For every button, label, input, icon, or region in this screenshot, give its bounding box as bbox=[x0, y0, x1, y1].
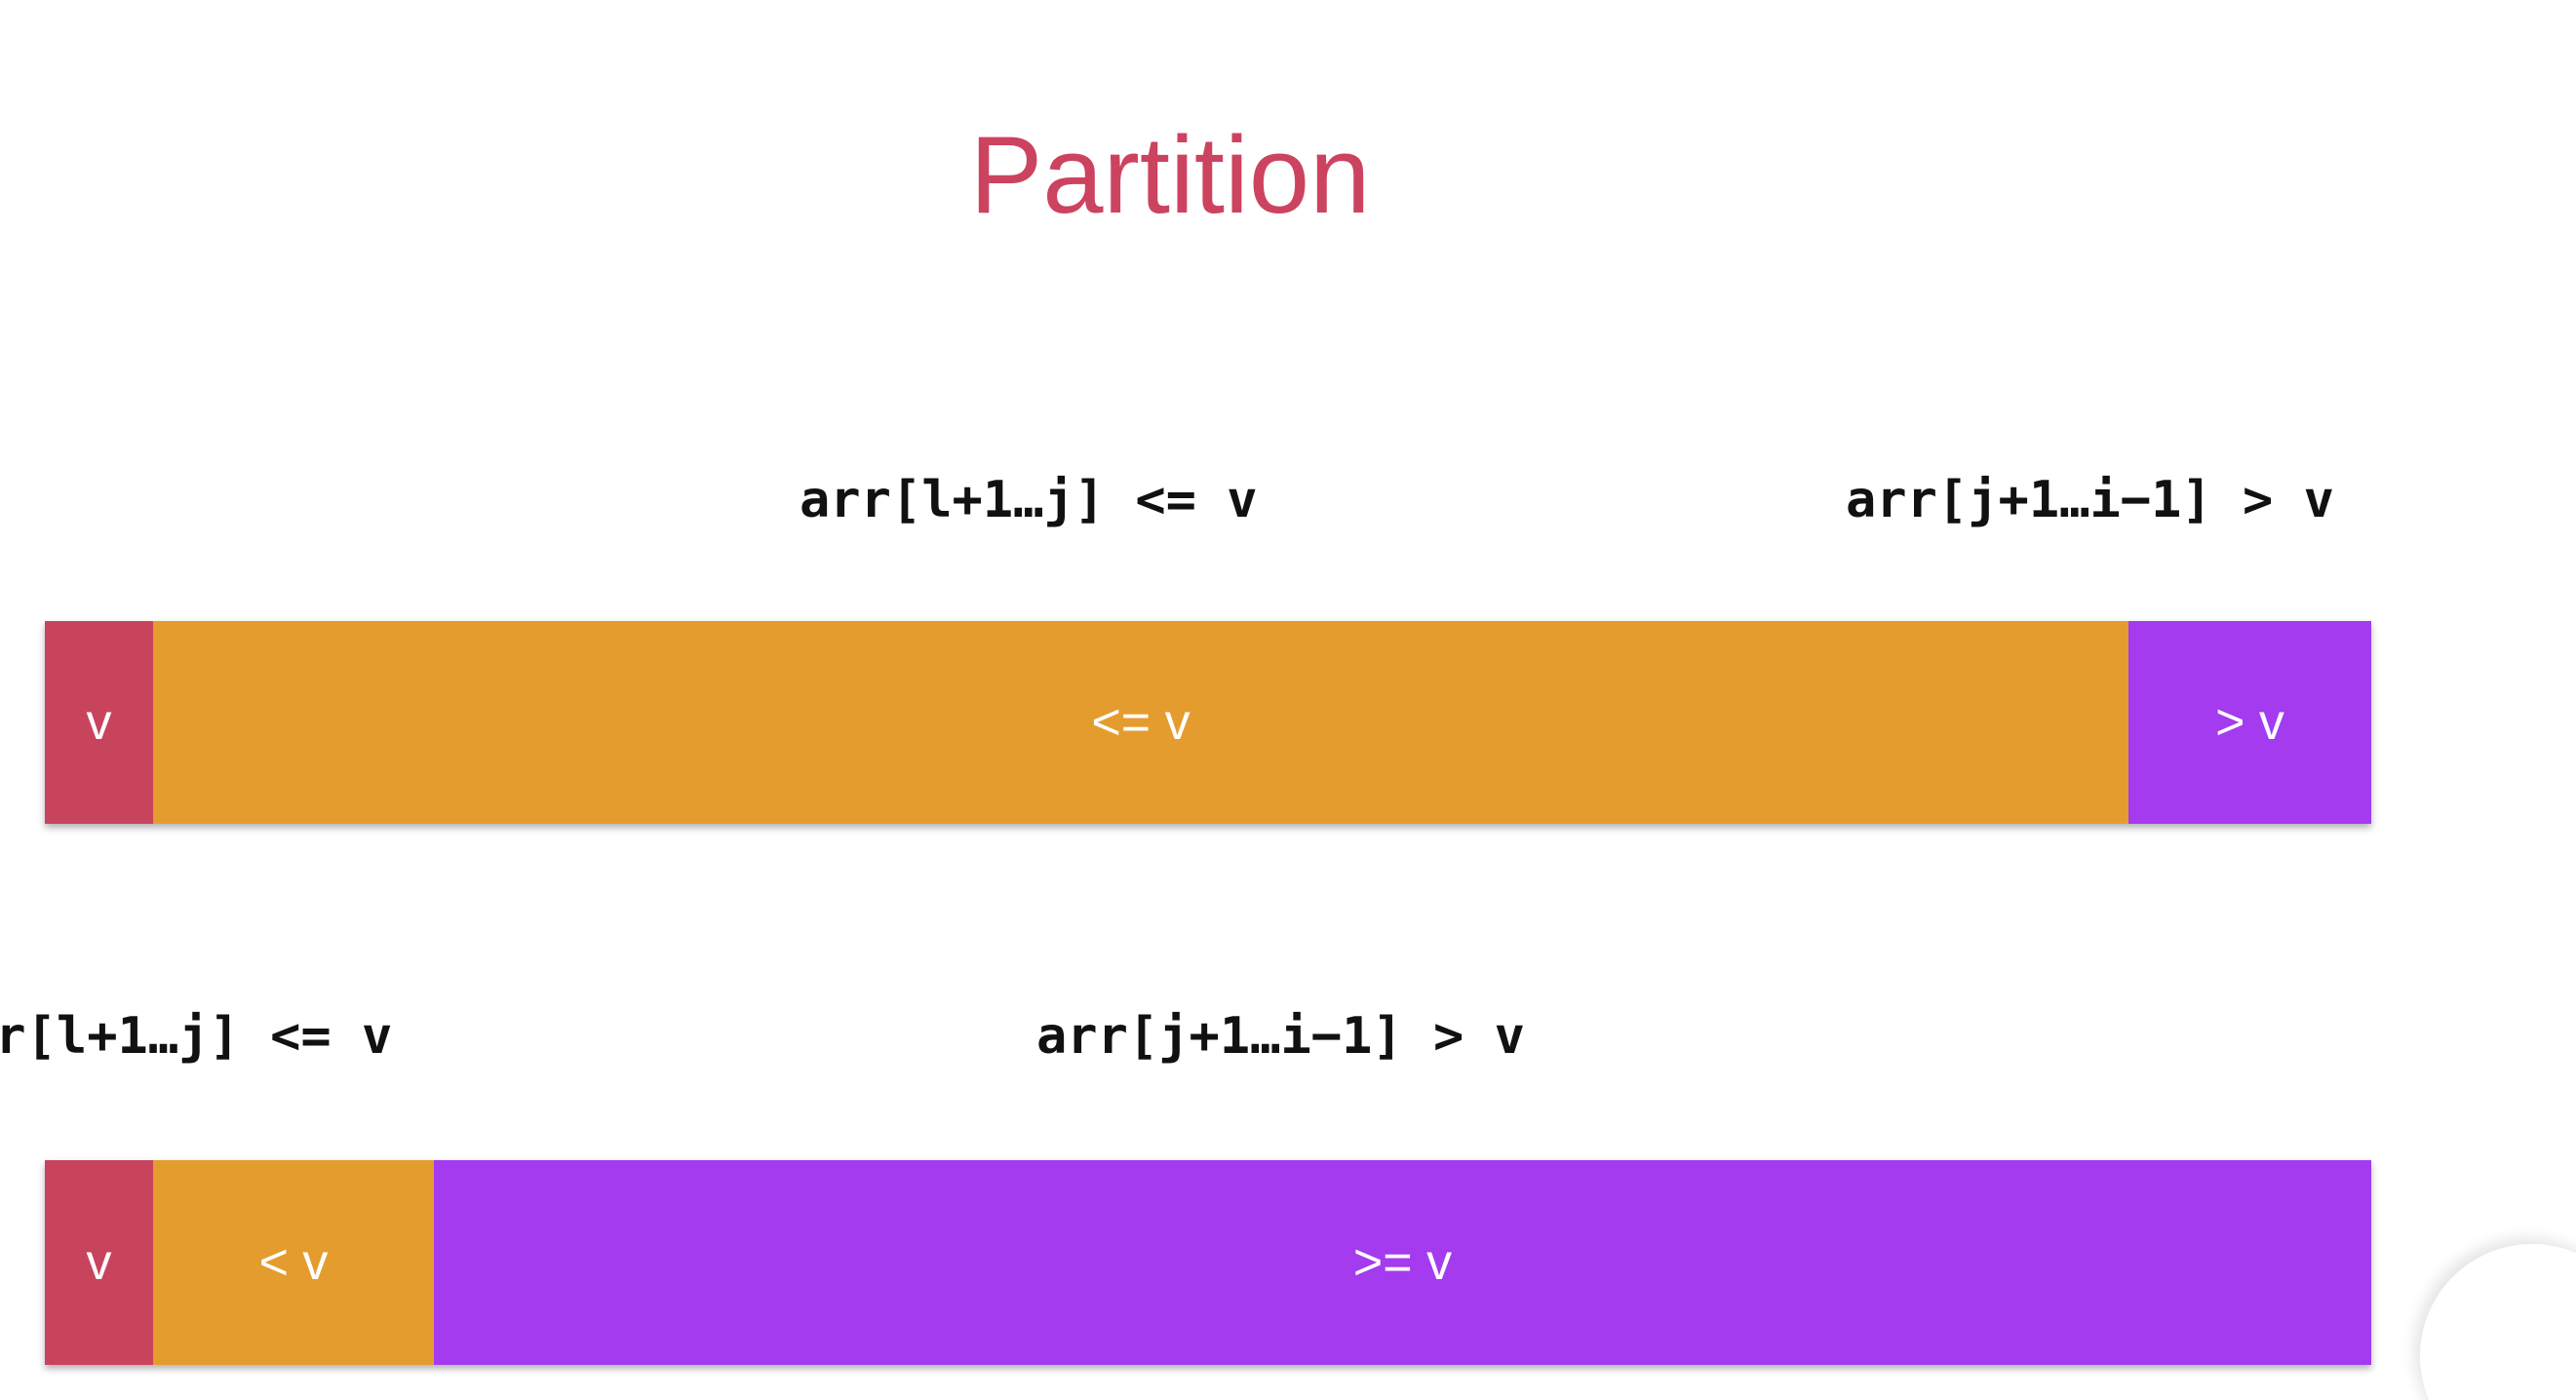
segment-less-or-equal-row1: <= v bbox=[153, 621, 2128, 824]
segment-pivot-row1: v bbox=[45, 621, 153, 824]
segment-pivot-row2: v bbox=[45, 1160, 153, 1365]
annotation-row1-right: arr[j+1…i−1] > v bbox=[1846, 471, 2334, 529]
partition-bar-row2: v < v >= v bbox=[45, 1160, 2371, 1365]
segment-less-than-row2: < v bbox=[153, 1160, 434, 1365]
annotation-row1-left: arr[l+1…j] <= v bbox=[800, 471, 1258, 529]
annotation-row2-right: arr[j+1…i−1] > v bbox=[1036, 1007, 1525, 1066]
segment-greater-row1: > v bbox=[2128, 621, 2371, 824]
page-title: Partition bbox=[969, 114, 1371, 236]
corner-shadow-artifact bbox=[2420, 1244, 2576, 1400]
annotation-row2-left: rr[l+1…j] <= v bbox=[0, 1007, 393, 1066]
segment-greater-or-equal-row2: >= v bbox=[434, 1160, 2371, 1365]
partition-bar-row1: v <= v > v bbox=[45, 621, 2371, 824]
